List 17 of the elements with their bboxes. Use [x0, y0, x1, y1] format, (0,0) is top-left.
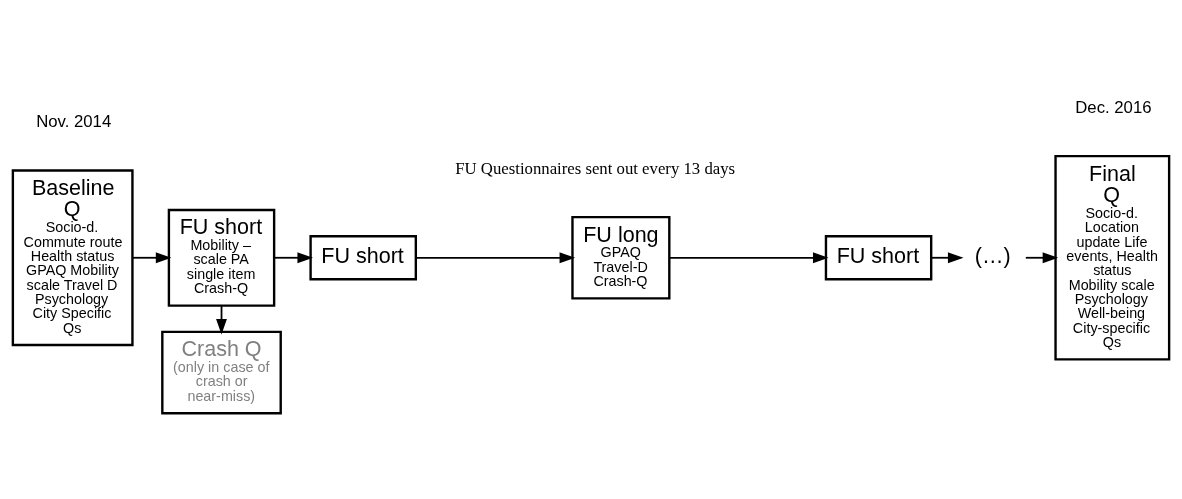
node-text: (…)	[974, 243, 1011, 268]
node-box: Crash Q (only in case of crash or near-miss)	[161, 330, 282, 414]
node-box: FU short	[309, 234, 418, 280]
node-box: FU long GPAQ Travel-D Crash-Q	[571, 215, 671, 300]
arrow	[273, 251, 313, 263]
arrow	[131, 251, 172, 263]
arrow	[1024, 251, 1059, 263]
arrow	[415, 251, 576, 263]
node-box: FU short Mobility – scale PA single item Crash-Q	[167, 208, 276, 307]
node-box: FU short	[824, 234, 933, 280]
node-box: Baseline Q Socio-d. Commute route Health status GPAQ Mobility scale Travel D Psychology City Specific Qs	[11, 168, 134, 346]
label: FU Questionnaires sent out every 13 days	[455, 158, 736, 178]
node-box: Final Q Socio-d. Location update Life events, Health status Mobility scale Psychology Well-being City-specific Qs	[1054, 154, 1171, 361]
label: Dec. 2016	[1075, 97, 1152, 117]
arrow	[668, 251, 829, 263]
label: Nov. 2014	[36, 111, 112, 131]
arrow	[930, 251, 964, 263]
